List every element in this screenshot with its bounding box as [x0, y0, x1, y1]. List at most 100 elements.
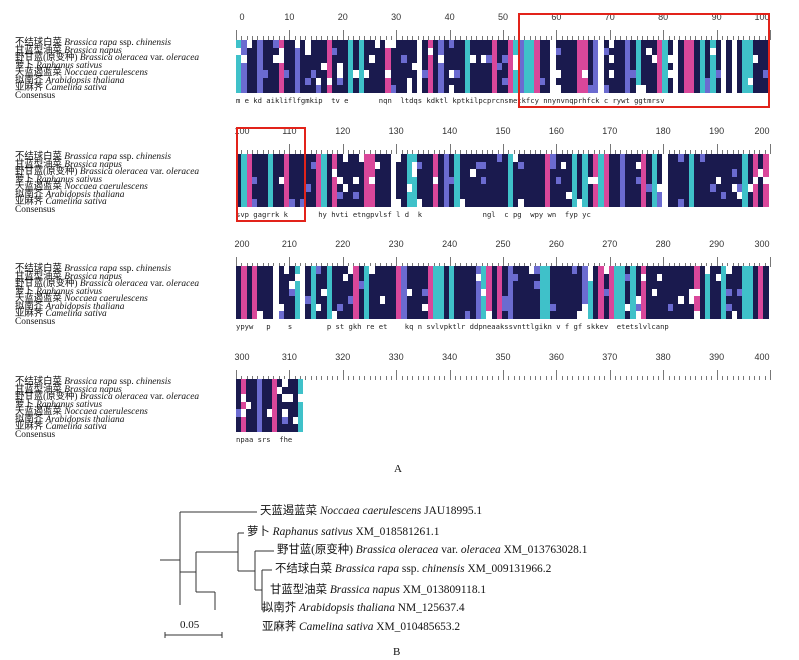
ruler-minor-tick	[753, 263, 755, 267]
ruler-minor-tick	[316, 263, 318, 267]
ruler-minor-tick	[748, 376, 750, 380]
ruler-tick-label: 100	[754, 12, 770, 22]
ruler-tick-label: 380	[655, 352, 671, 362]
ruler-minor-tick	[711, 263, 713, 267]
ruler-minor-tick	[310, 263, 312, 267]
ruler-minor-tick	[593, 263, 595, 267]
ruler-minor-tick	[412, 263, 414, 267]
ruler-minor-tick	[519, 263, 521, 267]
ruler-minor-tick	[588, 36, 590, 40]
ruler-minor-tick	[588, 376, 590, 380]
ruler-tick-label: 130	[388, 126, 404, 136]
ruler-minor-tick	[294, 36, 296, 40]
ruler-tick	[663, 30, 665, 40]
ruler-minor-tick	[310, 150, 312, 154]
ruler-tick-label: 170	[602, 126, 618, 136]
alignment-row	[236, 266, 770, 274]
ruler-minor-tick	[438, 36, 440, 40]
ruler-minor-tick	[470, 263, 472, 267]
ruler-minor-tick	[753, 36, 755, 40]
ruler-tick	[342, 144, 344, 154]
ruler-tick-label: 30	[391, 12, 402, 22]
ruler-tick-label: 200	[754, 126, 770, 136]
ruler-minor-tick	[326, 36, 328, 40]
ruler-minor-tick	[294, 150, 296, 154]
ruler-minor-tick	[524, 36, 526, 40]
alignment-row	[236, 199, 770, 207]
ruler-minor-tick	[759, 36, 761, 40]
ruler-minor-tick	[369, 263, 371, 267]
ruler-minor-tick	[316, 36, 318, 40]
ruler-tick	[449, 257, 451, 267]
ruler-minor-tick	[759, 150, 761, 154]
ruler-minor-tick	[732, 263, 734, 267]
ruler-minor-tick	[764, 36, 766, 40]
ruler-minor-tick	[497, 263, 499, 267]
ruler-minor-tick	[577, 150, 579, 154]
ruler-minor-tick	[604, 376, 606, 380]
ruler-minor-tick	[406, 263, 408, 267]
ruler-minor-tick	[246, 263, 248, 267]
alignment-row	[236, 424, 303, 432]
ruler-minor-tick	[332, 263, 334, 267]
ruler-minor-tick	[246, 150, 248, 154]
species-label: 天蓝遏蓝菜 Noccaea caerulescens	[15, 68, 148, 79]
ruler-minor-tick	[631, 263, 633, 267]
ruler-tick	[663, 144, 665, 154]
ruler-minor-tick	[417, 263, 419, 267]
tree-leaf-brassica-oleracea: 野甘蓝(原变种) Brassica oleracea var. oleracea…	[277, 544, 588, 556]
ruler-minor-tick	[364, 376, 366, 380]
ruler-minor-tick	[545, 376, 547, 380]
ruler-tick	[236, 370, 237, 380]
ruler-minor-tick	[310, 376, 312, 380]
ruler-minor-tick	[567, 36, 569, 40]
ruler-minor-tick	[652, 150, 654, 154]
ruler-minor-tick	[529, 376, 531, 380]
ruler-minor-tick	[705, 263, 707, 267]
ruler-minor-tick	[545, 263, 547, 267]
ruler-minor-tick	[390, 36, 392, 40]
ruler-minor-tick	[412, 376, 414, 380]
ruler-minor-tick	[252, 263, 254, 267]
ruler-minor-tick	[460, 150, 462, 154]
ruler-minor-tick	[316, 376, 318, 380]
ruler-minor-tick	[486, 376, 488, 380]
ruler-minor-tick	[486, 263, 488, 267]
ruler-minor-tick	[374, 150, 376, 154]
ruler-minor-tick	[721, 150, 723, 154]
ruler-minor-tick	[652, 263, 654, 267]
ruler-minor-tick	[743, 376, 745, 380]
ruler-minor-tick	[652, 376, 654, 380]
ruler-tick	[556, 370, 558, 380]
consensus-label: Consensus	[15, 429, 56, 440]
consensus-block-2: svp gagrrk k hy hvti etngpvlsf l d k ngl…	[236, 210, 591, 219]
ruler-tick-label: 220	[335, 239, 351, 249]
ruler-minor-tick	[764, 150, 766, 154]
ruler-minor-tick	[412, 36, 414, 40]
ruler-minor-tick	[631, 376, 633, 380]
ruler-minor-tick	[438, 376, 440, 380]
ruler-minor-tick	[492, 150, 494, 154]
ruler-minor-tick	[369, 36, 371, 40]
ruler-minor-tick	[401, 263, 403, 267]
ruler-minor-tick	[737, 150, 739, 154]
ruler-minor-tick	[348, 36, 350, 40]
panel-label-a: A	[394, 463, 402, 475]
ruler-minor-tick	[273, 36, 275, 40]
ruler-minor-tick	[460, 36, 462, 40]
ruler-tick-label: 330	[388, 352, 404, 362]
ruler-minor-tick	[636, 36, 638, 40]
panel-label-b: B	[393, 646, 401, 658]
ruler-minor-tick	[513, 150, 515, 154]
ruler-tick-label: 320	[335, 352, 351, 362]
species-label: 野甘蓝(原变种) Brassica oleracea var. oleracea	[15, 392, 200, 403]
species-label: 甘蓝型油菜 Brassica napus	[15, 45, 122, 56]
species-label: 拟南芥 Arabidopsis thaliana	[15, 414, 125, 425]
ruler-minor-tick	[252, 376, 254, 380]
ruler-minor-tick	[497, 36, 499, 40]
ruler-tick-label: 370	[602, 352, 618, 362]
ruler-minor-tick	[433, 150, 435, 154]
ruler-minor-tick	[364, 36, 366, 40]
